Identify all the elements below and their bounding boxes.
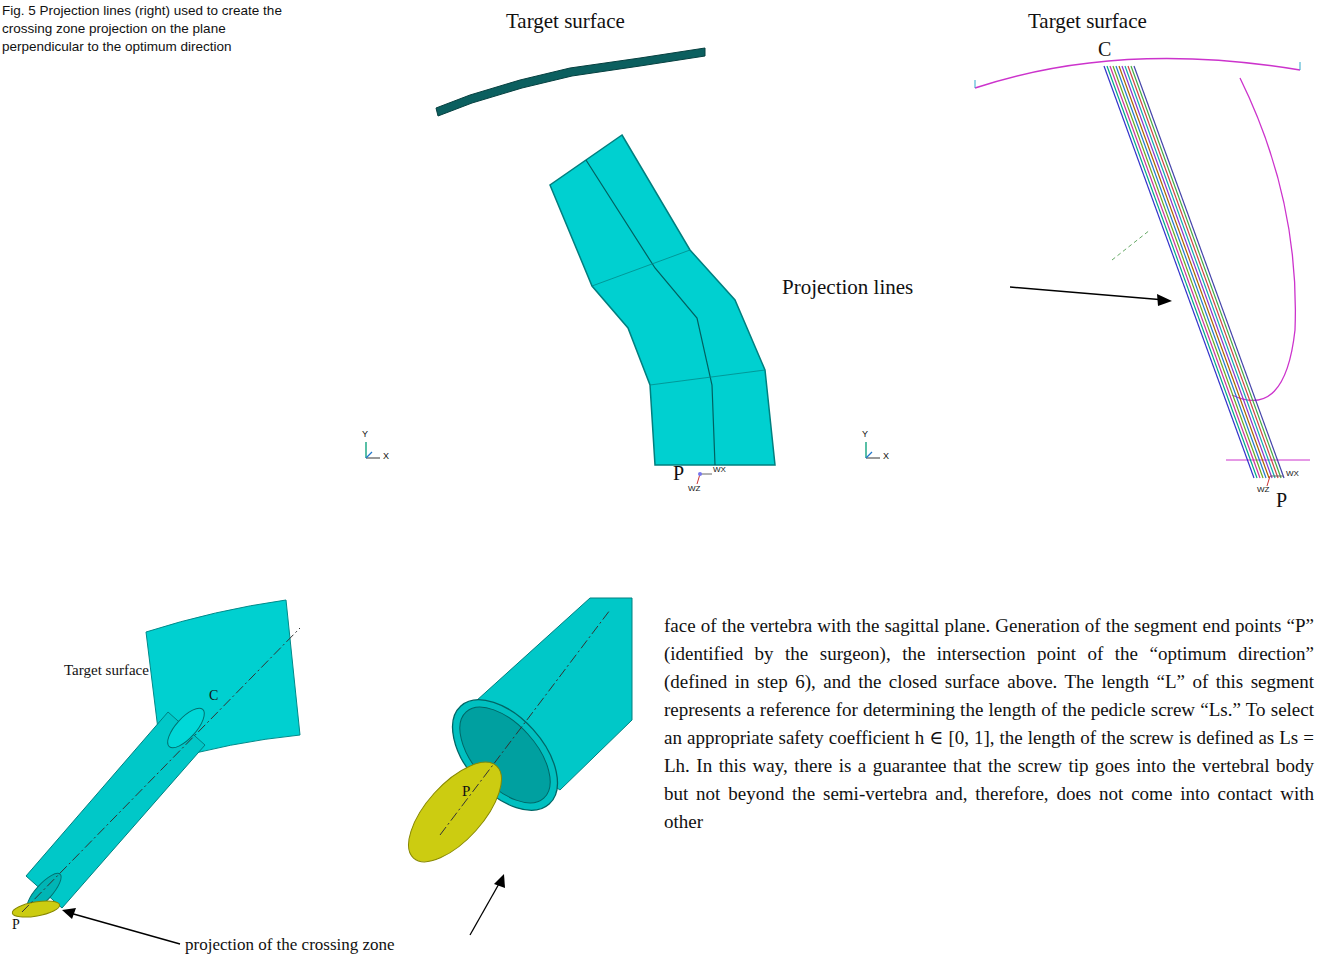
axis-label: X: [883, 452, 889, 462]
axis-label: X: [383, 452, 389, 462]
arrow-head: [494, 874, 505, 888]
arrow-head: [62, 908, 76, 919]
surface-label: Target surface: [64, 662, 149, 679]
axis-label: Y: [362, 430, 368, 440]
axis-line: [22, 628, 300, 912]
callout-label: projection of the crossing zone: [185, 936, 395, 955]
arrow-head: [1157, 294, 1172, 306]
callout-label: Projection lines: [782, 276, 913, 299]
point-label: P: [1276, 489, 1287, 511]
point-label: P: [462, 783, 470, 800]
surface-label: Target surface: [506, 10, 625, 33]
section-curve: [1232, 78, 1295, 400]
tube-seam: [586, 160, 715, 465]
axis-triad: [866, 442, 880, 458]
target-surface: [436, 48, 705, 116]
axis-label: Y: [862, 430, 868, 440]
crossing-projection: [393, 747, 518, 877]
point-label: P: [673, 462, 684, 484]
axis-label: WZ: [688, 485, 700, 494]
leader-line: [1010, 287, 1165, 300]
figure-caption: Fig. 5 Projection lines (right) used to …: [2, 2, 302, 55]
axis-label: WX: [713, 466, 726, 475]
axis-label: WX: [1286, 470, 1299, 479]
axis-triad: [366, 442, 380, 458]
crossing-projection: [11, 898, 61, 920]
surface-label: Target surface: [1028, 10, 1147, 33]
axis-label: WZ: [1257, 486, 1269, 495]
direction-mark: [1112, 230, 1150, 260]
target-surface: [146, 600, 300, 762]
tube-edge: [592, 250, 765, 385]
bent-tube: [550, 135, 775, 465]
work-plane-triad: [697, 472, 712, 484]
point-label: P: [12, 917, 20, 932]
cylinder-end: [162, 703, 210, 754]
point-label: C: [1098, 38, 1111, 60]
body-text: face of the vertebra with the sagittal p…: [664, 612, 1314, 836]
leader-line: [470, 882, 500, 935]
projection-lines: [1104, 66, 1284, 478]
work-plane-triad: [1267, 476, 1283, 486]
leader-line: [70, 913, 180, 944]
point-label: C: [209, 688, 218, 703]
axis-line: [440, 610, 610, 835]
